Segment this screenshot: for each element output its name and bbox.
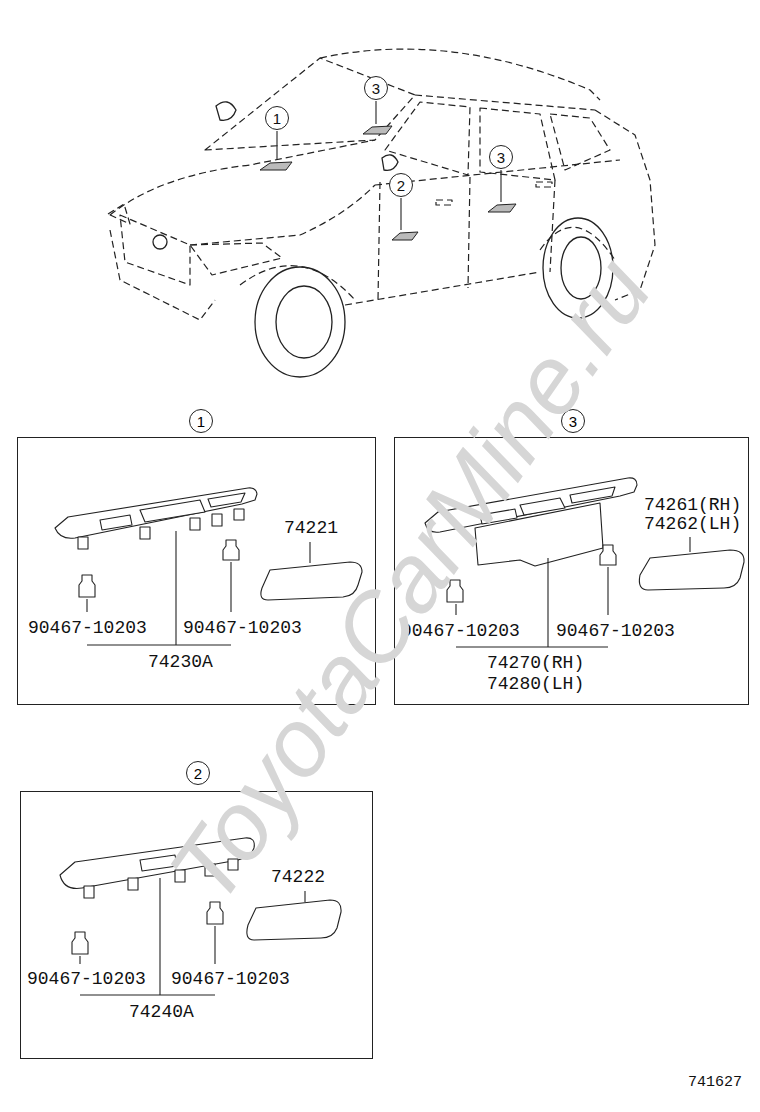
callout-number: 3 [372, 81, 380, 96]
part-number: 90467-10203 [171, 969, 290, 990]
part-number: 74262(LH) [644, 514, 741, 535]
callout-number: 1 [189, 409, 213, 433]
part-number: 74270(RH) [487, 653, 584, 674]
part-number: 90467-10203 [27, 969, 146, 990]
part-number: 74221 [284, 518, 338, 539]
figure-number: 741627 [688, 1074, 742, 1091]
callout-circle: 2 [389, 173, 413, 197]
watermark: ToyotaCarMine.ru [147, 237, 673, 922]
callout-circle: 3 [364, 76, 388, 100]
switch-locations [260, 126, 516, 240]
part-number: 74261(RH) [644, 495, 741, 516]
part-number: 74222 [271, 867, 325, 888]
part-number: 90467-10203 [28, 618, 147, 639]
part-number: 90467-10203 [556, 621, 675, 642]
part-number: 74280(LH) [487, 674, 584, 695]
callout-number: 1 [273, 111, 281, 126]
part-number: 90467-10203 [183, 618, 302, 639]
callout-circle: 1 [265, 106, 289, 130]
callout-number: 3 [497, 150, 505, 165]
callout-circle: 3 [489, 145, 513, 169]
part-number: 74240A [129, 1002, 194, 1023]
callout-number: 2 [397, 178, 405, 193]
leader-lines [277, 101, 501, 230]
part-number: 74230A [148, 652, 213, 673]
